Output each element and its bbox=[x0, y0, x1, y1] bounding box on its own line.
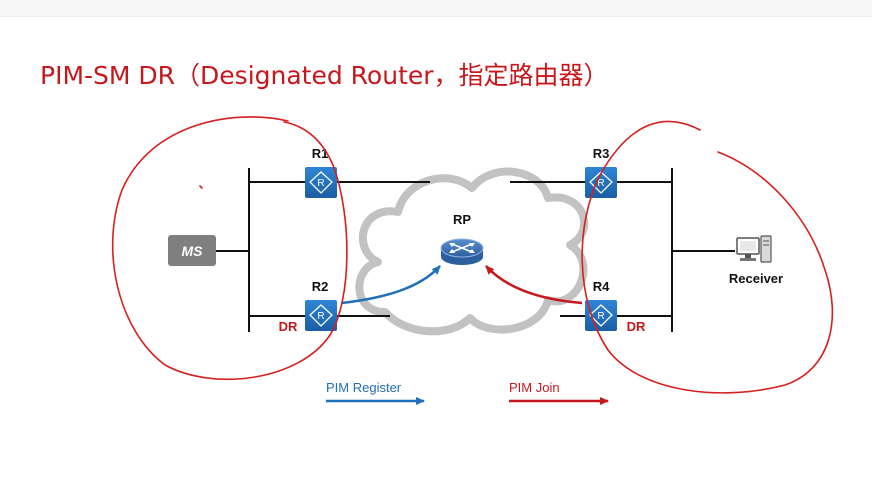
ms-label: MS bbox=[182, 243, 204, 259]
rp-router: RP bbox=[440, 212, 484, 265]
join-arrow bbox=[485, 265, 583, 305]
r3-label: R3 bbox=[593, 146, 610, 161]
router-r2: R R2 DR bbox=[279, 279, 337, 334]
annotation-dot bbox=[199, 185, 203, 189]
annotation-left-circle bbox=[111, 116, 348, 381]
svg-text:R: R bbox=[597, 178, 604, 189]
rp-router-icon bbox=[440, 238, 484, 265]
legend-join-label: PIM Join bbox=[509, 380, 560, 395]
top-bar bbox=[0, 0, 872, 17]
dr-left-label: DR bbox=[279, 319, 298, 334]
dr-right-label: DR bbox=[627, 319, 646, 334]
router-r1: R R1 bbox=[305, 146, 337, 198]
hand-annotations bbox=[111, 116, 834, 394]
svg-text:R: R bbox=[317, 178, 324, 189]
receiver-pc: Receiver bbox=[729, 235, 783, 286]
router-r4: R R4 DR bbox=[585, 279, 646, 334]
r1-label: R1 bbox=[312, 146, 329, 161]
legend: PIM Register PIM Join bbox=[326, 380, 609, 405]
computer-icon bbox=[736, 235, 772, 263]
legend-register-label: PIM Register bbox=[326, 380, 402, 395]
annotation-right-circle bbox=[581, 120, 834, 394]
r4-label: R4 bbox=[593, 279, 610, 294]
router-icon bbox=[305, 167, 337, 198]
multicast-source: MS bbox=[168, 235, 216, 266]
router-icon bbox=[585, 300, 617, 331]
register-arrow bbox=[341, 265, 441, 305]
slide-title: PIM-SM DR（Designated Router，指定路由器） bbox=[40, 61, 609, 90]
r2-label: R2 bbox=[312, 279, 329, 294]
svg-text:R: R bbox=[317, 311, 324, 322]
svg-text:R: R bbox=[597, 311, 604, 322]
rp-label: RP bbox=[453, 212, 471, 227]
router-icon bbox=[305, 300, 337, 331]
receiver-label: Receiver bbox=[729, 271, 783, 286]
